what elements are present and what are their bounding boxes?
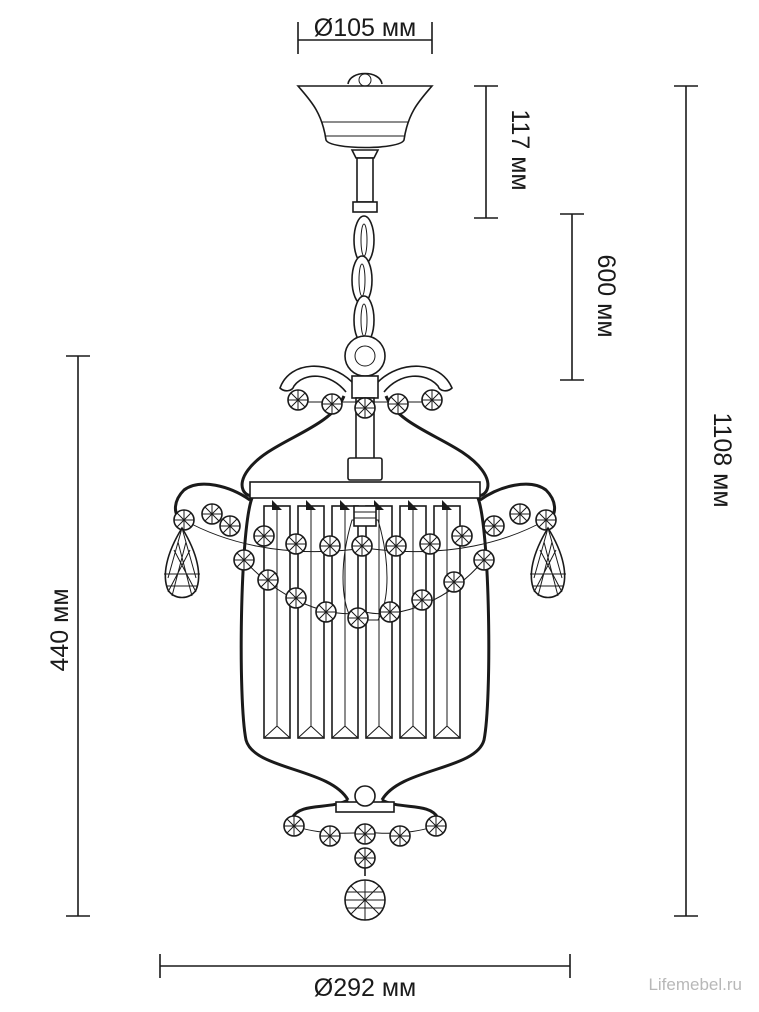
dimension-body-height: 440 мм bbox=[46, 355, 90, 917]
watermark-text: Lifemebel.ru bbox=[648, 975, 742, 994]
dimension-canopy-height: 117 мм bbox=[474, 85, 534, 219]
suspension-chain bbox=[344, 157, 386, 377]
crystal-garlands bbox=[163, 389, 567, 629]
chandelier-frame bbox=[174, 365, 556, 801]
total-height-label: 1108 мм bbox=[708, 412, 736, 507]
dimension-bottom-diameter: Ø292 мм bbox=[159, 954, 571, 1002]
dimension-chain-length: 600 мм bbox=[560, 213, 620, 381]
bottom-finial bbox=[283, 785, 447, 921]
ceiling-canopy bbox=[296, 72, 434, 159]
dimension-top-diameter: Ø105 мм bbox=[297, 14, 433, 54]
chain-length-label: 600 мм bbox=[592, 254, 620, 337]
bottom-diameter-label: Ø292 мм bbox=[314, 974, 416, 1002]
top-diameter-label: Ø105 мм bbox=[314, 14, 416, 42]
body-height-label: 440 мм bbox=[46, 588, 74, 671]
dimension-total-height: 1108 мм bbox=[674, 85, 736, 917]
canopy-height-label: 117 мм bbox=[506, 109, 534, 190]
